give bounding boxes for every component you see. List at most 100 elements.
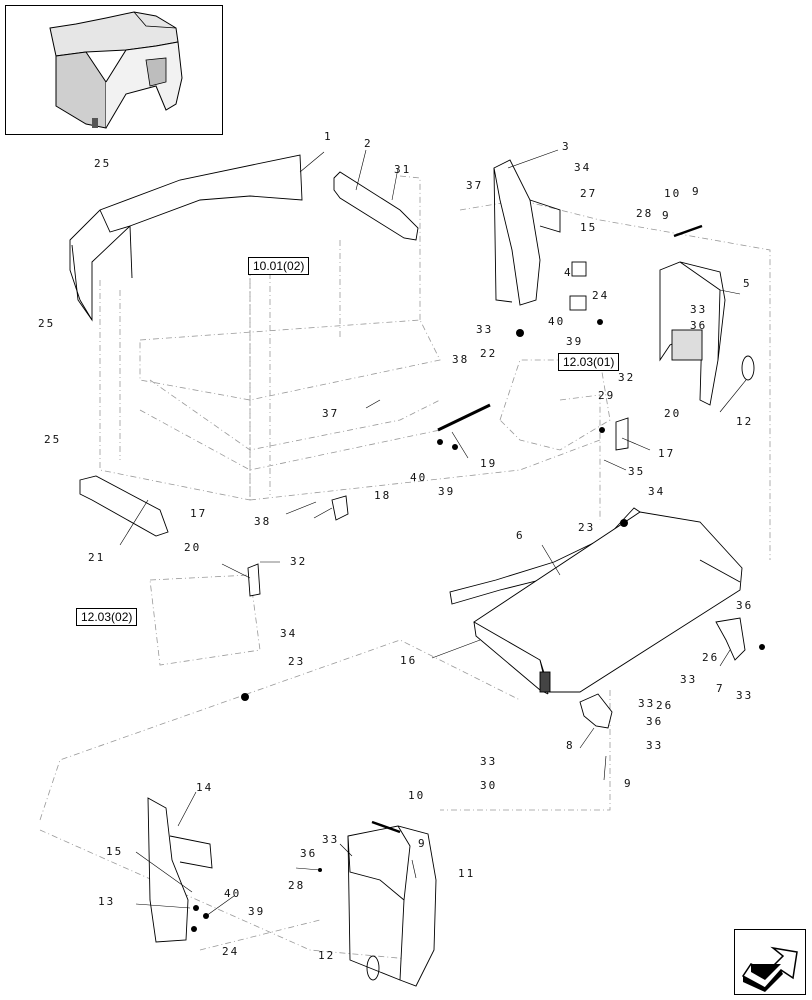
callout-40-a: 40 [548,315,566,328]
callout-6: 6 [516,529,525,542]
callout-40-c: 40 [224,887,242,900]
callout-9-d: 9 [418,837,427,850]
callout-5: 5 [743,277,752,290]
callout-33-e: 33 [736,689,754,702]
next-page-arrow-icon[interactable] [734,929,806,995]
callout-16: 16 [400,654,418,667]
callout-33-f: 33 [646,739,664,752]
callout-24-b: 24 [222,945,240,958]
part-5-rear-pillar-trim [659,261,726,406]
callout-10-a: 10 [664,187,682,200]
callout-23-a: 23 [578,521,596,534]
callout-25-a: 25 [94,157,112,170]
callout-15-b: 15 [106,845,124,858]
callout-18: 18 [374,489,392,502]
part-4-clip-lower [569,295,587,311]
part-4-clip-upper [571,261,587,277]
callout-20-a: 20 [664,407,682,420]
callout-29: 29 [598,389,616,402]
callout-33-h: 33 [322,833,340,846]
callout-7: 7 [716,682,725,695]
callout-8: 8 [566,739,575,752]
fasteners [191,319,765,932]
callout-12-b: 12 [318,949,336,962]
callout-32-a: 32 [618,371,636,384]
part-12-plug-lower [366,955,380,981]
callout-19: 19 [480,457,498,470]
callout-25-c: 25 [44,433,62,446]
callout-37-b: 37 [322,407,340,420]
callout-21: 21 [88,551,106,564]
part-17-bracket-upper [615,417,629,451]
locator-thumbnail [5,5,223,135]
callout-27: 27 [580,187,598,200]
part-16-dash-panel [473,511,743,695]
part-17-bracket-lower [247,563,261,597]
callout-3: 3 [562,140,571,153]
callout-13: 13 [98,895,116,908]
callout-2: 2 [364,137,373,150]
callout-15-a: 15 [580,221,598,234]
callout-39-c: 39 [248,905,266,918]
callout-24-a: 24 [592,289,610,302]
callout-39-a: 39 [566,335,584,348]
callout-33-g: 33 [480,755,498,768]
callout-31: 31 [394,163,412,176]
reference-box-12-03-02[interactable]: 12.03(02) [76,608,138,626]
callout-28-a: 28 [636,207,654,220]
callout-33-a: 33 [690,303,708,316]
callout-12-a: 12 [736,415,754,428]
callout-22: 22 [480,347,498,360]
callout-37-a: 37 [466,179,484,192]
cab-locator-icon [49,11,183,129]
callout-14: 14 [196,781,214,794]
part-21-trim-strip [79,475,169,537]
part-3-front-post [493,159,561,306]
callout-34-b: 34 [648,485,666,498]
callout-33-c: 33 [680,673,698,686]
callout-38-a: 38 [452,353,470,366]
callout-9-c: 9 [624,777,633,790]
callout-40-b: 40 [410,471,428,484]
callout-25-b: 25 [38,317,56,330]
callout-9-a: 9 [692,185,701,198]
callout-33-d: 33 [638,697,656,710]
callout-26-b: 26 [656,699,674,712]
part-18-bracket [331,495,349,521]
part-14-front-post [147,797,213,943]
callout-32-b: 32 [290,555,308,568]
part-7-bracket [715,617,746,661]
reference-box-12-03-01[interactable]: 12.03(01) [558,353,620,371]
callout-10-b: 10 [408,789,426,802]
callout-34-c: 34 [280,627,298,640]
curved-arrow-icon [741,946,798,992]
callout-20-b: 20 [184,541,202,554]
callout-28-b: 28 [288,879,306,892]
part-1-roof-panel [69,154,303,322]
part-8-bracket [579,693,613,729]
callout-26-a: 26 [702,651,720,664]
part-10-pin-lower [371,820,401,834]
leader-lines [119,149,747,917]
part-12-plug-upper [741,355,755,381]
callout-34-a: 34 [574,161,592,174]
part-10-pin-upper [673,224,703,238]
part-11-rear-pillar [347,825,437,987]
callout-36-c: 36 [646,715,664,728]
callout-33-b: 33 [476,323,494,336]
callout-30: 30 [480,779,498,792]
callout-17-b: 17 [190,507,208,520]
callout-38-b: 38 [254,515,272,528]
callout-23-b: 23 [288,655,306,668]
callout-4: 4 [564,266,573,279]
callout-17-a: 17 [658,447,676,460]
callout-36-b: 36 [736,599,754,612]
part-2-trim-strip [333,171,419,241]
reference-box-10-01-02[interactable]: 10.01(02) [248,257,310,275]
callout-11: 11 [458,867,476,880]
callout-9-b: 9 [662,209,671,222]
cab-frame-outline [39,175,771,961]
callout-1: 1 [324,130,333,143]
callout-36-a: 36 [690,319,708,332]
